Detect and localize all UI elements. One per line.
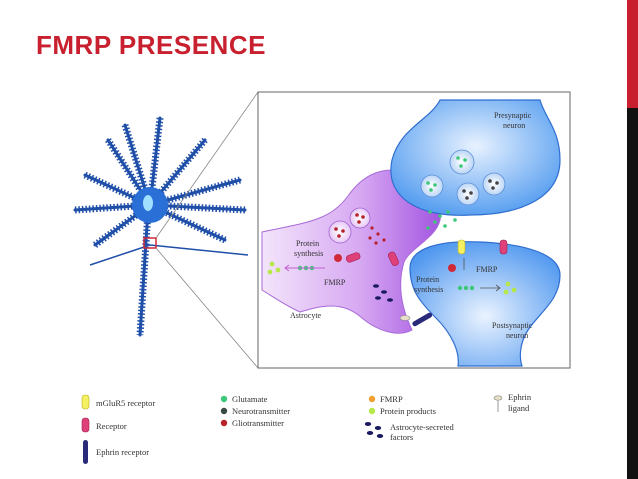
cleft-glutamate — [426, 210, 457, 230]
secreted-factors — [373, 284, 393, 302]
label-astro-protein-2: synthesis — [294, 249, 323, 258]
label-post-fmrp: FMRP — [476, 265, 498, 274]
cleft-receptors — [345, 239, 508, 266]
synapse-detail: Presynaptic neuron Postsynaptic neuron A… — [257, 91, 571, 369]
label-postsynaptic-2: neuron — [506, 331, 528, 340]
legend-receptor-icon — [81, 417, 90, 433]
accent-bar-red — [627, 0, 638, 108]
postsynaptic-protein-synthesis — [448, 258, 517, 295]
accent-bar-black — [627, 108, 638, 479]
legend-fmrp-icon — [368, 395, 376, 403]
zoom-marker — [143, 237, 157, 249]
legend-glutamate-icon — [220, 395, 228, 403]
ephrin-pair — [399, 312, 433, 327]
released-gliotransmitter — [368, 226, 386, 245]
neuron-nucleus — [143, 195, 153, 211]
label-presynaptic-2: neuron — [503, 121, 525, 130]
label-postsynaptic-1: Postsynaptic — [492, 321, 533, 330]
label-astrocyte: Astrocyte — [290, 311, 322, 320]
astrocyte-protein-synthesis — [267, 254, 342, 275]
legend-ephrin-ligand-icon — [493, 395, 503, 401]
astrocyte-vesicles — [328, 207, 386, 245]
label-astro-protein-1: Protein — [296, 239, 319, 248]
zoom-line-bottom — [155, 247, 259, 369]
neuron-illustration — [73, 91, 259, 369]
legend-factors-icon — [364, 422, 384, 438]
legend-neurotransmitter-icon — [220, 407, 228, 415]
postsynaptic-terminal — [409, 241, 561, 367]
legend-icons — [81, 394, 503, 464]
slide-title: FMRP PRESENCE — [36, 30, 266, 60]
presynaptic-vesicles — [420, 149, 506, 206]
legend-mglur5-icon — [81, 394, 90, 410]
legend-protein-icon — [368, 407, 376, 415]
legend-ephrin-receptor-icon — [83, 440, 88, 464]
astrocyte-body — [261, 169, 442, 334]
axon — [149, 244, 249, 256]
neuron-spines — [74, 117, 246, 336]
legend-gliotransmitter-icon — [220, 419, 228, 427]
zoom-line-top — [155, 91, 259, 239]
label-post-protein-1: Protein — [416, 275, 439, 284]
label-astro-fmrp: FMRP — [324, 278, 346, 287]
label-presynaptic-1: Presynaptic — [494, 111, 532, 120]
neuron-dendrites — [73, 116, 247, 337]
label-post-protein-2: synthesis — [414, 285, 443, 294]
